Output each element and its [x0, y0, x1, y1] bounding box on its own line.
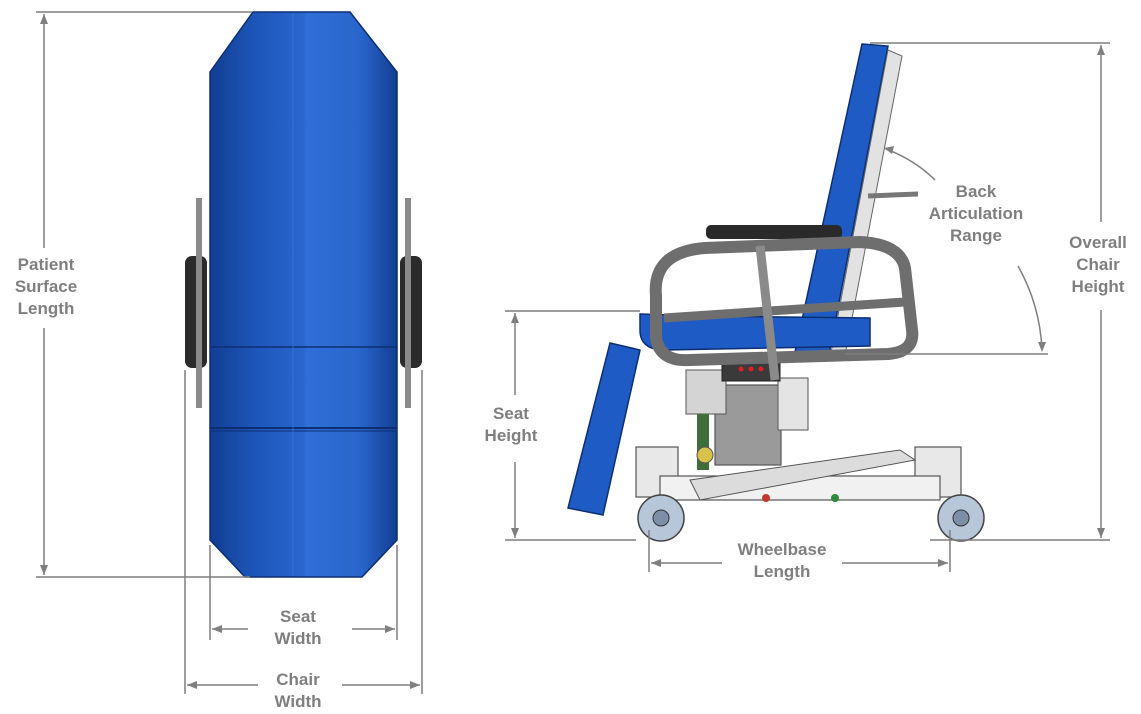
wheelbase-length-label: Wheelbase Length	[737, 540, 827, 581]
side-view-chair	[567, 43, 985, 542]
top-view-chair	[185, 11, 422, 578]
patient-surface-length-label: Patient Surface Length	[14, 255, 78, 318]
top-cushion	[209, 11, 398, 578]
lift-arm	[689, 449, 917, 501]
seat-width-label: Seat Width	[274, 607, 322, 648]
left-rail	[196, 198, 202, 408]
armrest-pad	[706, 225, 842, 239]
top-view-dimensions	[36, 11, 423, 694]
seat-height-label: Seat Height	[484, 404, 538, 445]
chair-width-label: Chair Width	[274, 670, 322, 711]
back-handle	[867, 191, 919, 199]
side-view-dimensions	[505, 42, 1110, 572]
seat-cushion	[639, 313, 871, 351]
side-rail-frame	[649, 236, 919, 367]
overall-chair-height-label: Overall Chair Height	[1069, 233, 1127, 296]
right-rail	[405, 198, 411, 408]
back-articulation-range-label: Back Articulation Range	[928, 182, 1024, 245]
leg-rest	[567, 342, 641, 516]
